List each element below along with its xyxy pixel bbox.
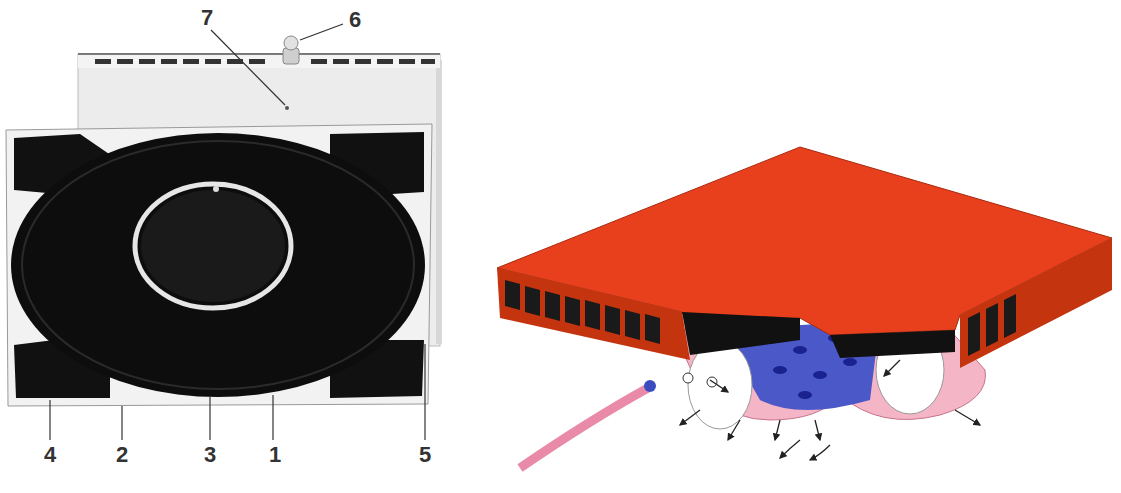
air-caster-photo: [6, 24, 1121, 440]
callout-number: 4: [44, 444, 56, 466]
callout-number: 3: [204, 444, 216, 466]
air-caster-cutaway: [497, 147, 1112, 468]
callout-number: 6: [349, 9, 361, 31]
callout-number: 5: [419, 444, 431, 466]
callout-number: 2: [116, 444, 128, 466]
callout-number: 7: [201, 7, 213, 29]
callout-number: 1: [269, 444, 281, 466]
